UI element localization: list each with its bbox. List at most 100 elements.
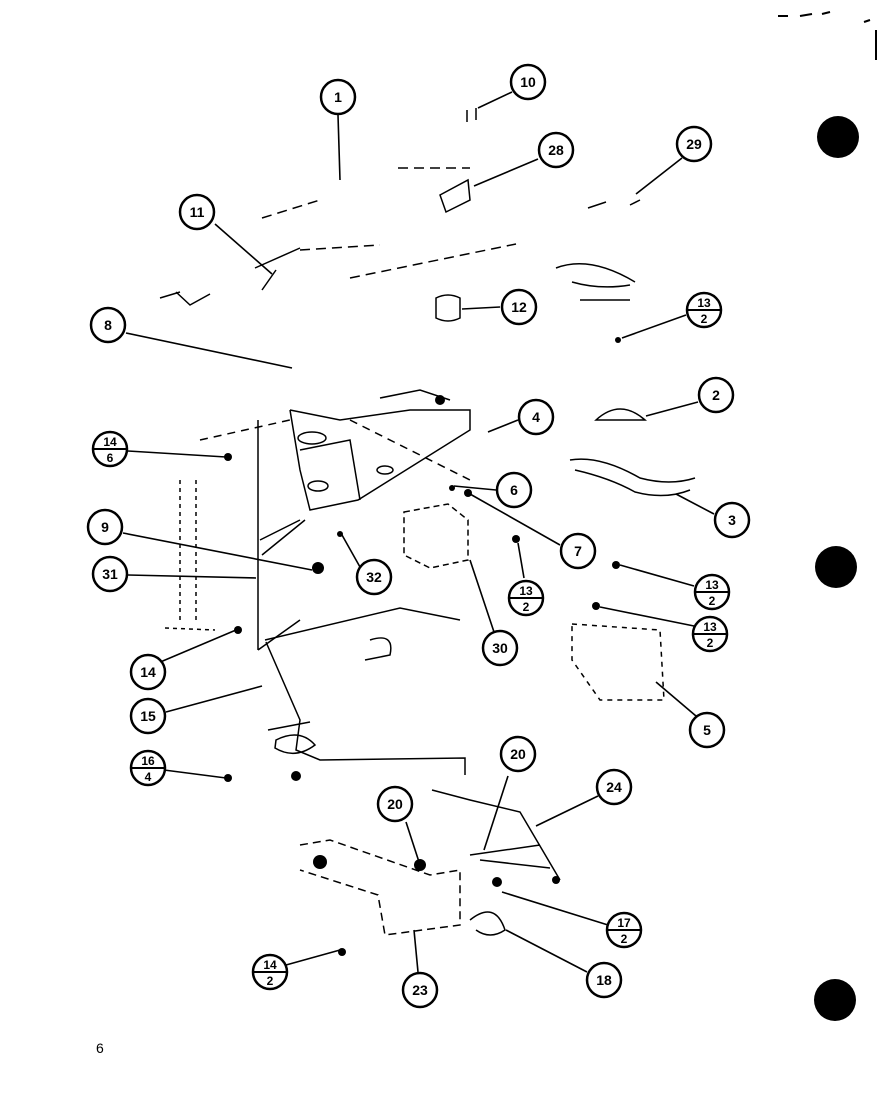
callout-label: 28 <box>548 142 564 158</box>
callout-c8: 8 <box>89 306 127 344</box>
callout-circle <box>91 555 129 593</box>
callout-denominator: 4 <box>145 770 152 784</box>
callout-c7: 7 <box>559 532 597 570</box>
callout-numerator: 14 <box>103 435 117 449</box>
callout-c10: 10 <box>509 63 547 101</box>
callout-c31: 31 <box>91 555 129 593</box>
callout-circle <box>355 558 393 596</box>
callout-label: 6 <box>510 482 518 498</box>
callout-circle <box>86 508 124 546</box>
callout-c32: 32 <box>355 558 393 596</box>
callout-denominator: 2 <box>523 600 530 614</box>
callout-circle <box>376 785 414 823</box>
callout-label: 20 <box>510 746 526 762</box>
callout-label: 24 <box>606 779 622 795</box>
callout-numerator: 14 <box>263 958 277 972</box>
callout-circle <box>675 125 713 163</box>
callout-c4: 4 <box>517 398 555 436</box>
callout-c6: 6 <box>495 471 533 509</box>
callout-denominator: 2 <box>709 594 716 608</box>
callout-label: 8 <box>104 317 112 333</box>
callout-circle <box>585 961 623 999</box>
callout-label: 20 <box>387 796 403 812</box>
callout-circle <box>319 78 357 116</box>
callout-label: 15 <box>140 708 156 724</box>
binder-hole-top <box>817 116 859 158</box>
callout-label: 9 <box>101 519 109 535</box>
callout-circle <box>89 306 127 344</box>
callout-circle <box>595 768 633 806</box>
callout-label: 5 <box>703 722 711 738</box>
callout-numerator: 16 <box>141 754 155 768</box>
callout-c14b: 142 <box>251 953 289 991</box>
callout-circle <box>495 471 533 509</box>
callout-c28: 28 <box>537 131 575 169</box>
callout-c29: 29 <box>675 125 713 163</box>
callout-denominator: 6 <box>107 451 114 465</box>
callout-denominator: 2 <box>701 312 708 326</box>
callout-denominator: 2 <box>707 636 714 650</box>
callout-c15: 15 <box>129 697 167 735</box>
callout-label: 31 <box>102 566 118 582</box>
callout-numerator: 13 <box>697 296 711 310</box>
scan-specks <box>778 11 877 60</box>
callout-c24: 24 <box>595 768 633 806</box>
leader-lines <box>122 91 715 973</box>
parts-linework <box>159 108 696 936</box>
callout-c13a: 132 <box>685 291 723 329</box>
callout-circle <box>697 376 735 414</box>
callout-numerator: 13 <box>705 578 719 592</box>
binder-hole-bottom <box>814 979 856 1021</box>
fastener-marks <box>224 337 621 956</box>
callout-c17: 172 <box>605 911 643 949</box>
callout-circle <box>129 653 167 691</box>
binder-hole-middle <box>815 546 857 588</box>
callout-c2: 2 <box>697 376 735 414</box>
callout-c3: 3 <box>713 501 751 539</box>
callout-c18: 18 <box>585 961 623 999</box>
callout-circle <box>537 131 575 169</box>
callout-numerator: 13 <box>703 620 717 634</box>
page-number: 6 <box>96 1040 104 1056</box>
callout-label: 12 <box>511 299 527 315</box>
callout-c9: 9 <box>86 508 124 546</box>
callout-c20a: 20 <box>499 735 537 773</box>
callout-denominator: 2 <box>267 974 274 988</box>
callout-c13b: 132 <box>507 579 545 617</box>
callout-c14: 14 <box>129 653 167 691</box>
callout-circle <box>401 971 439 1009</box>
callout-circle <box>500 288 538 326</box>
callout-label: 29 <box>686 136 702 152</box>
callout-circle <box>688 711 726 749</box>
callout-denominator: 2 <box>621 932 628 946</box>
callout-c13d: 132 <box>691 615 729 653</box>
callout-c1: 1 <box>319 78 357 116</box>
callout-numerator: 17 <box>617 916 631 930</box>
callout-numerator: 13 <box>519 584 533 598</box>
callout-c23: 23 <box>401 971 439 1009</box>
callout-circle <box>499 735 537 773</box>
callout-circle <box>713 501 751 539</box>
callout-c11: 11 <box>178 193 216 231</box>
callout-label: 11 <box>190 204 205 220</box>
callout-c13c: 132 <box>693 573 731 611</box>
callout-c12: 12 <box>500 288 538 326</box>
callout-circle <box>481 629 519 667</box>
callout-circle <box>129 697 167 735</box>
callout-label: 10 <box>520 74 536 90</box>
callout-circle <box>559 532 597 570</box>
callout-label: 4 <box>532 409 540 425</box>
callout-label: 7 <box>574 543 582 559</box>
callout-c16: 164 <box>129 749 167 787</box>
callout-circle <box>178 193 216 231</box>
callout-label: 3 <box>728 512 736 528</box>
callout-circle <box>509 63 547 101</box>
callout-label: 1 <box>334 89 342 105</box>
callout-c14a: 146 <box>91 430 129 468</box>
callout-label: 30 <box>492 640 508 656</box>
callout-circle <box>517 398 555 436</box>
callout-label: 23 <box>412 982 428 998</box>
